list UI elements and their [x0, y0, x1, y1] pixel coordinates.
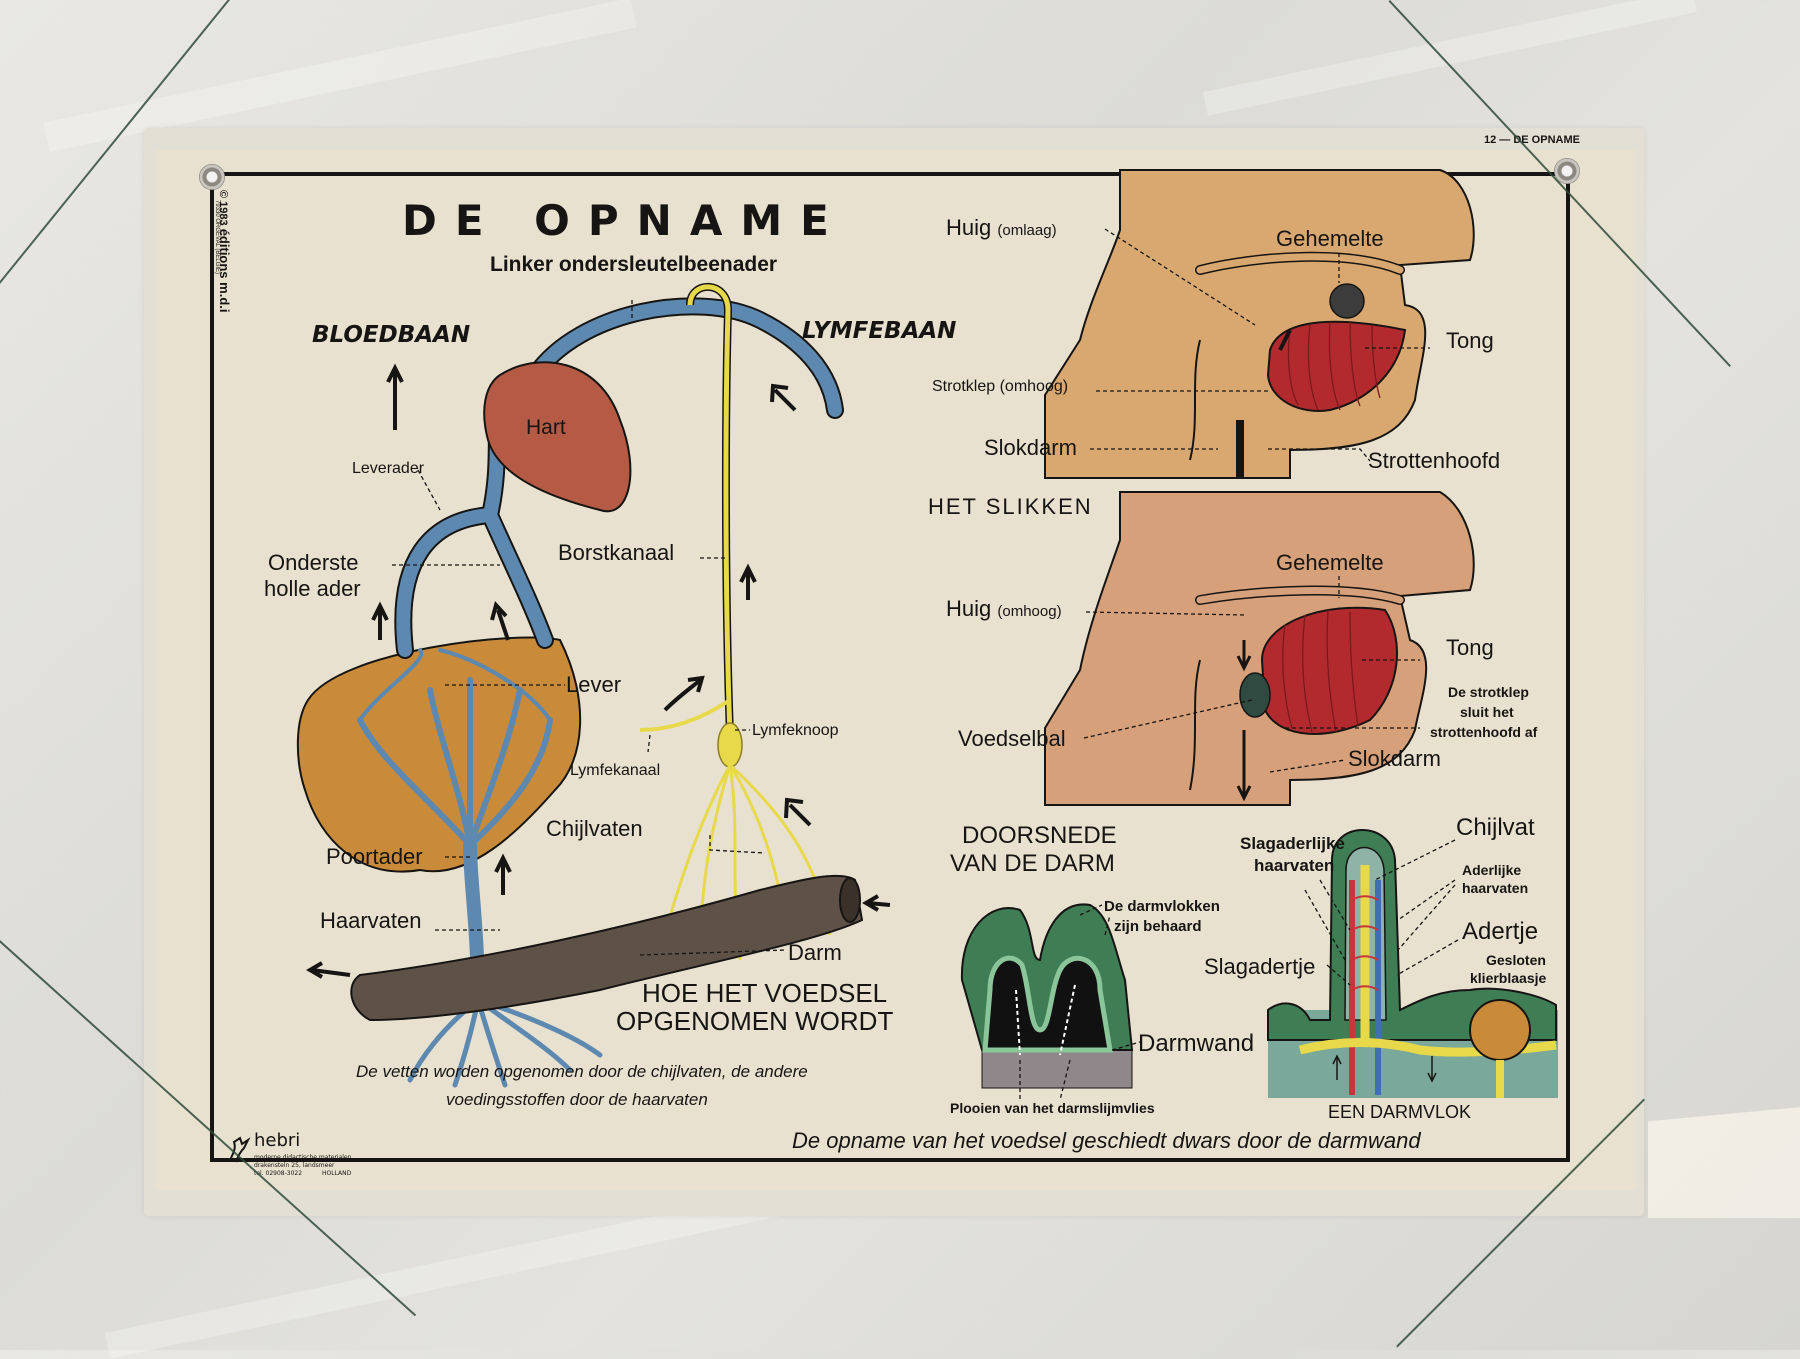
label-liver: Lever — [566, 672, 622, 697]
label-heart: Hart — [526, 416, 566, 439]
label-tongue-top: Tong — [1446, 328, 1494, 353]
intestine-shape — [350, 874, 864, 1022]
caption-note-line1: De vetten worden opgenomen door de chijl… — [356, 1062, 808, 1081]
heading-lymphstream: LYMFEBAAN — [802, 318, 957, 344]
label-lacteal: Chijlvat — [1456, 814, 1535, 841]
label-tongue-bottom: Tong — [1446, 635, 1494, 660]
label-palate-bottom: Gehemelte — [1276, 550, 1384, 575]
label-lymph-node: Lymfeknoop — [752, 722, 839, 739]
note-epiglottis-line1: De strotklep — [1448, 684, 1529, 700]
label-uvula-top-state: (omlaag) — [997, 222, 1057, 239]
label-vena-cava-line1: Onderste — [268, 550, 359, 575]
label-intestinal-wall: Darmwand — [1138, 1030, 1255, 1057]
poster-frame — [210, 172, 1570, 1162]
heart-shape — [483, 361, 632, 513]
grommet-top-left — [199, 164, 225, 190]
note-villi-line1: De darmvlokken — [1104, 898, 1220, 915]
label-subclavian-vein: Linker ondersleutelbeenader — [490, 253, 778, 276]
caption-villus: EEN DARMVLOK — [1328, 1102, 1472, 1122]
label-venule: Adertje — [1462, 918, 1539, 945]
heading-intestine-section-line1: DOORSNEDE — [962, 822, 1117, 849]
label-gland-line2: klierblaasje — [1470, 970, 1547, 986]
paper-corner-curl — [1648, 1100, 1800, 1218]
label-larynx-top: Strottenhoofd — [1368, 448, 1501, 473]
distributor-country: HOLLAND — [322, 1170, 352, 1177]
label-esophagus-bottom: Slokdarm — [1348, 746, 1441, 771]
label-venous-caps-line1: Aderlijke — [1462, 862, 1522, 878]
label-uvula-bottom-state: (omhoog) — [997, 603, 1062, 620]
label-uvula-top: Huig (omlaag) — [946, 215, 1057, 241]
label-mucosal-folds: Plooien van het darmslijmvlies — [950, 1100, 1155, 1116]
label-arterial-caps-line2: haarvaten — [1254, 856, 1335, 875]
distributor-line2: drakensteln 25, landsmeer — [254, 1162, 335, 1169]
footer-summary: De opname van het voedsel geschiedt dwar… — [792, 1128, 1421, 1153]
label-gland-line1: Gesloten — [1486, 952, 1546, 968]
label-capillaries: Haarvaten — [320, 908, 422, 933]
caption-note-line2: voedingsstoffen door de haarvaten — [446, 1090, 708, 1109]
label-lacteals: Chijlvaten — [546, 816, 643, 841]
label-intestine: Darm — [788, 940, 842, 965]
caption-title-line2: OPGENOMEN WORDT — [616, 1006, 894, 1036]
food-bolus-shape — [1239, 672, 1271, 718]
label-bolus: Voedselbal — [958, 726, 1066, 751]
label-arterial-caps-line1: Slagaderlijke — [1240, 834, 1345, 853]
tongue-bottom-shape — [1260, 606, 1398, 735]
note-epiglottis-line3: strottenhoofd af — [1430, 724, 1538, 740]
note-epiglottis-line2: sluit het — [1460, 704, 1514, 720]
series-label: 12 — DE OPNAME — [1484, 134, 1580, 146]
label-esophagus-top: Slokdarm — [984, 435, 1077, 460]
label-epiglottis-top: Strotklep (omhoog) — [932, 378, 1069, 395]
label-arteriole: Slagadertje — [1204, 954, 1316, 979]
label-palate-top: Gehemelte — [1276, 226, 1384, 251]
label-thoracic-duct: Borstkanaal — [558, 540, 675, 565]
page-title: DE OPNAME — [402, 196, 847, 245]
distributor-name: hebri — [254, 1130, 301, 1151]
heading-bloodstream: BLOEDBAAN — [312, 322, 471, 348]
label-lymph-channel: Lymfekanaal — [570, 762, 661, 779]
closed-gland-shape — [1469, 999, 1531, 1061]
distributor-line1: moderne didactische materialen — [254, 1154, 352, 1161]
liver-shape — [296, 636, 582, 873]
label-hepatic-vein: Leverader — [352, 460, 425, 477]
label-venous-caps-line2: haarvaten — [1462, 880, 1529, 896]
label-uvula-bottom: Huig (omhoog) — [946, 596, 1062, 622]
label-portal-vein: Poortader — [326, 844, 423, 869]
label-vena-cava-line2: holle ader — [264, 576, 361, 601]
flow-arrows — [306, 363, 891, 979]
label-uvula-bottom-name: Huig — [946, 596, 992, 621]
tongue-top-shape — [1266, 320, 1407, 412]
note-villi-line2: zijn behaard — [1114, 918, 1202, 935]
heading-swallowing: HET SLIKKEN — [928, 494, 1093, 519]
label-uvula-top-name: Huig — [946, 215, 992, 240]
distributor-line3: tel. 02908-3022 — [254, 1170, 303, 1177]
caption-title-line1: HOE HET VOEDSEL — [642, 978, 888, 1008]
heading-intestine-section-line2: VAN DE DARM — [950, 850, 1115, 877]
